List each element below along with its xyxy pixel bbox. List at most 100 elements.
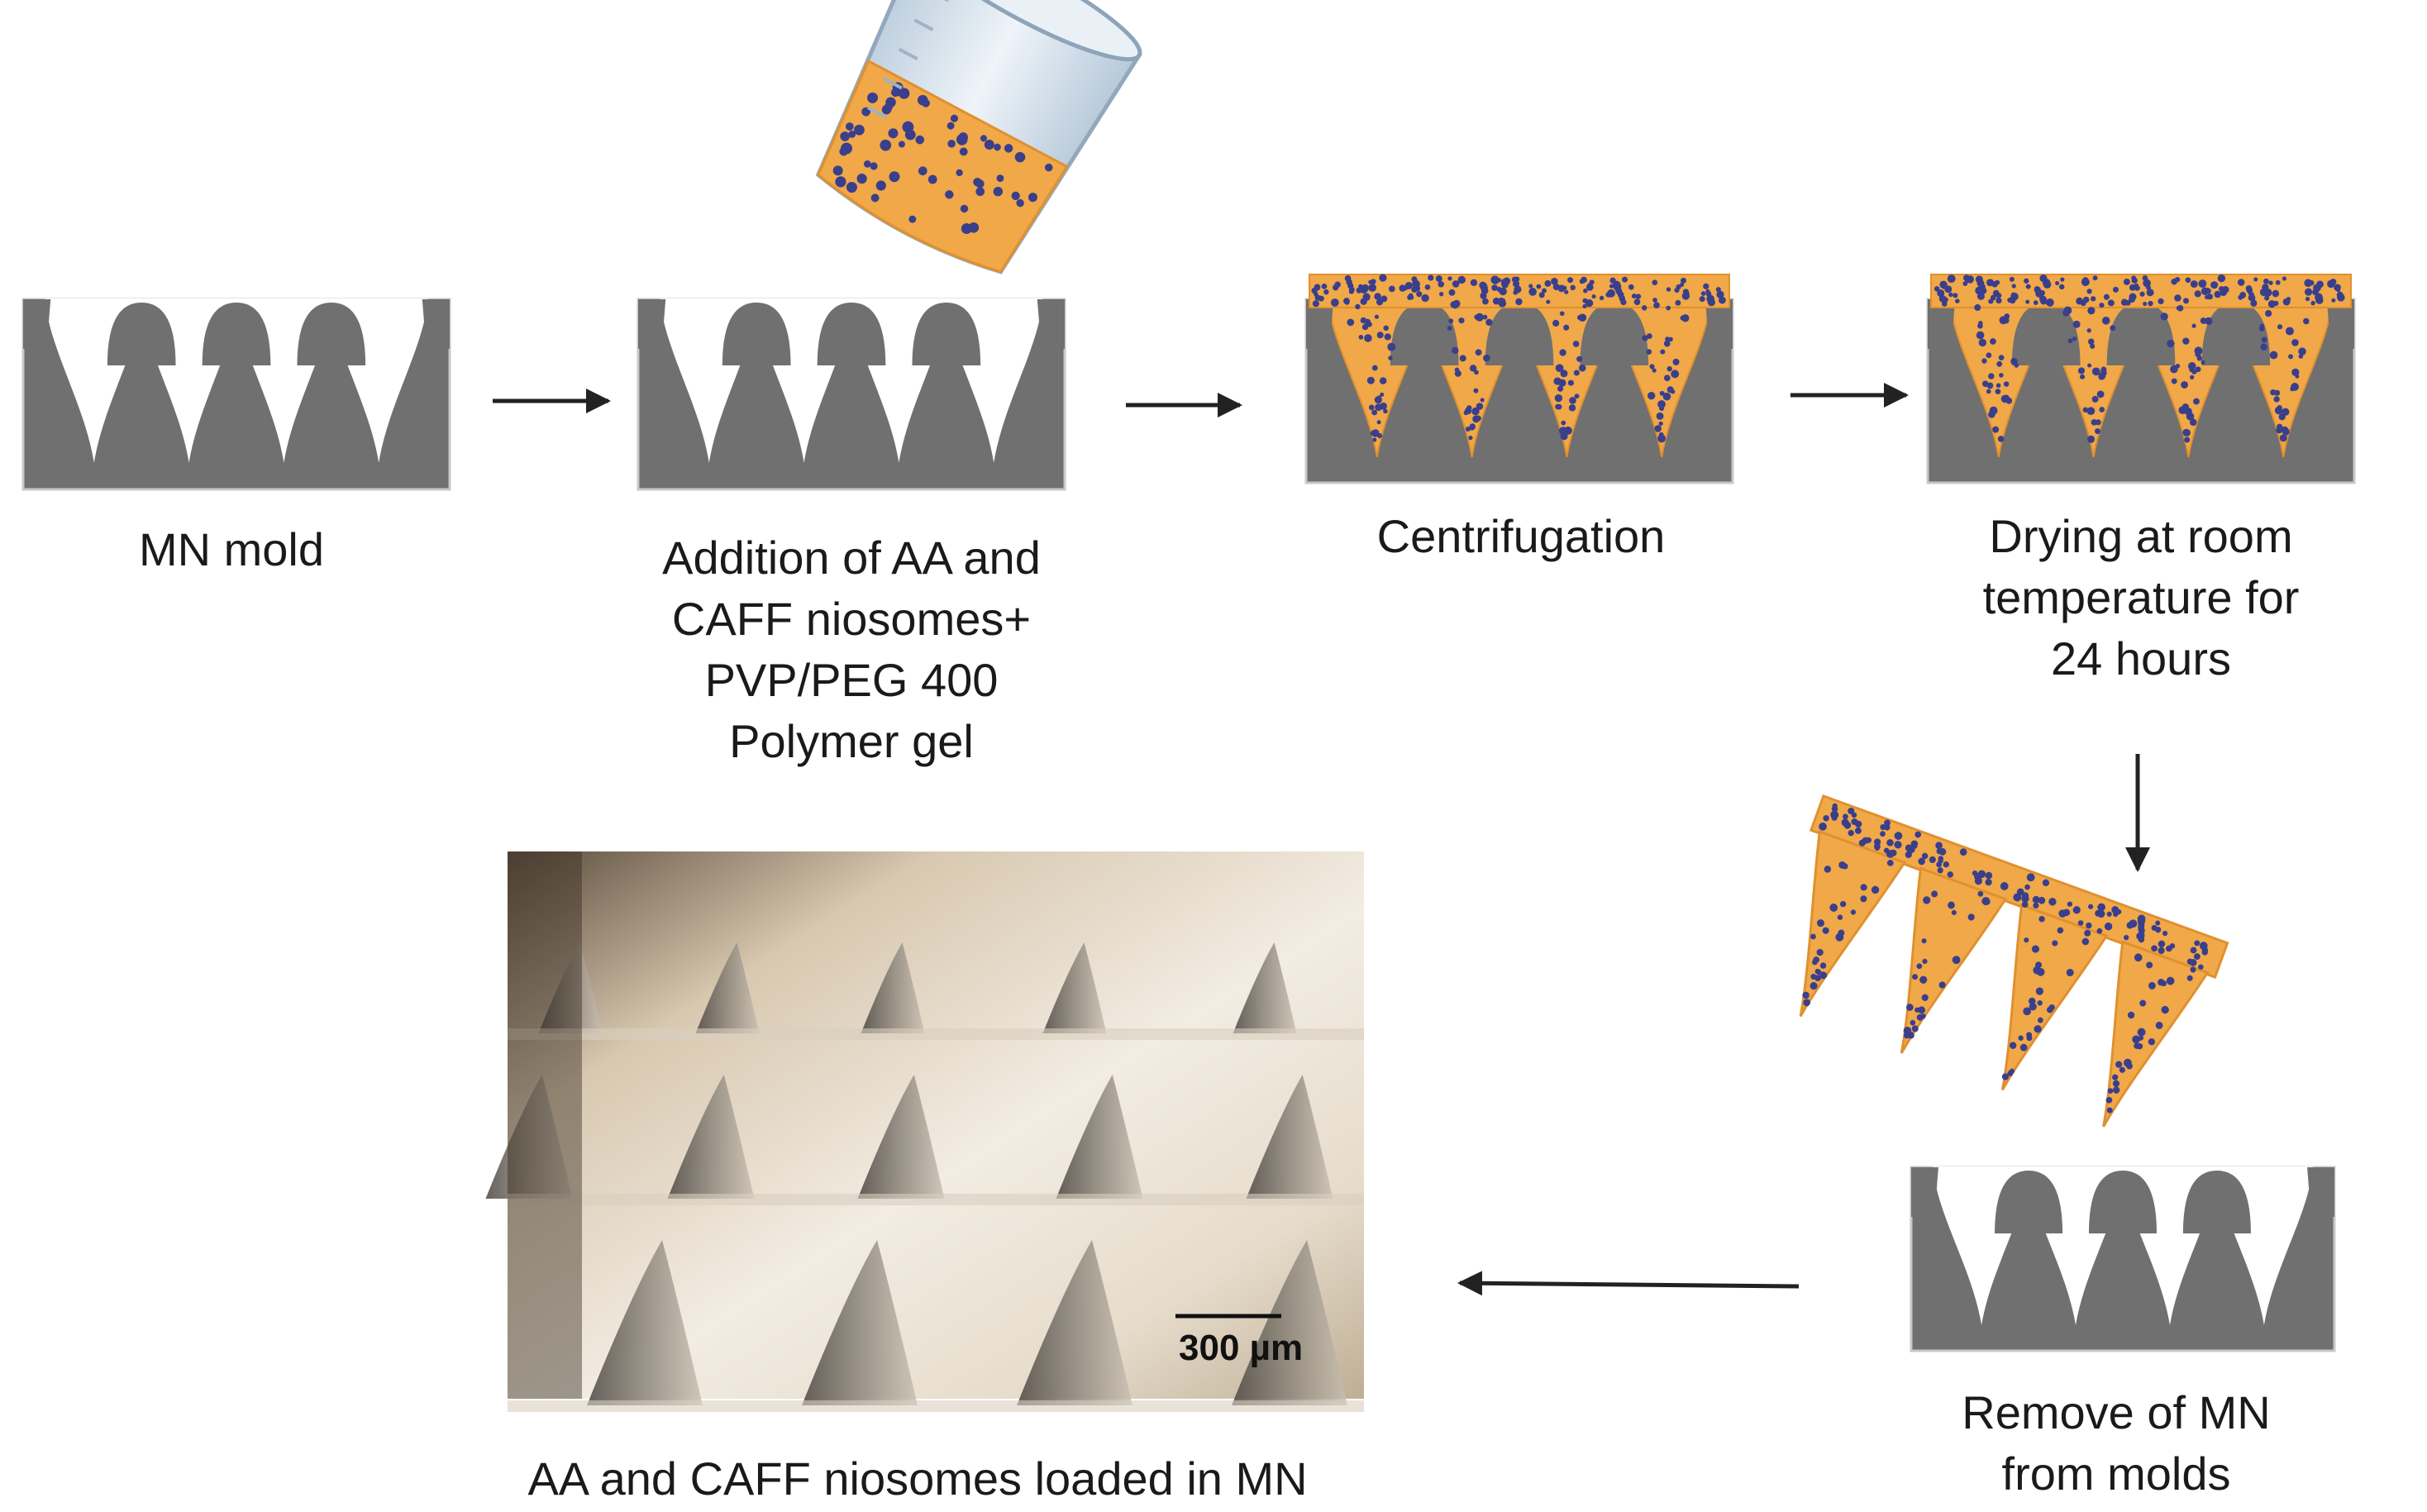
niosome-particle xyxy=(2160,312,2168,321)
niosome-particle xyxy=(2104,922,2113,931)
niosome-particle xyxy=(1992,426,2000,433)
niosome-particle xyxy=(1823,815,1829,822)
niosome-particle xyxy=(1681,292,1690,300)
niosome-particle xyxy=(2187,362,2196,370)
niosome-particle xyxy=(1570,284,1576,291)
niosome-particle xyxy=(2191,323,2196,328)
mold-tooth xyxy=(2088,1171,2158,1233)
niosome-particle xyxy=(1995,279,2000,285)
niosome-particle xyxy=(1681,314,1690,322)
beaker-graduation xyxy=(867,106,888,119)
niosome-particle xyxy=(1555,364,1564,373)
niosome-particle xyxy=(2101,317,2110,325)
niosome-particle xyxy=(2304,288,2313,296)
niosome-particle xyxy=(854,124,865,136)
niosome-particle xyxy=(1562,285,1567,291)
niosome-particle xyxy=(1988,298,1994,304)
niosome-particle xyxy=(1649,364,1655,370)
mold-with-gel xyxy=(637,298,1066,491)
niosome-particle xyxy=(2029,1003,2037,1011)
niosome-particle xyxy=(1544,279,1552,287)
micrograph-needle xyxy=(1042,942,1107,1033)
niosome-particle xyxy=(1802,991,1810,999)
niosome-particle xyxy=(2155,1021,2163,1029)
niosome-particle xyxy=(2201,287,2210,295)
niosome-particle xyxy=(2252,299,2257,305)
niosome-particle xyxy=(2129,919,2138,928)
niosome-particle xyxy=(2145,284,2151,290)
niosome-particle xyxy=(1951,909,1957,915)
niosome-particle xyxy=(1014,151,1026,163)
niosome-particle xyxy=(1361,323,1369,331)
niosome-particle xyxy=(1990,338,1996,345)
niosome-particle xyxy=(1843,821,1852,829)
niosome-particle xyxy=(2026,1032,2033,1038)
niosome-particle xyxy=(1824,866,1832,873)
niosome-particle xyxy=(1652,279,1658,286)
niosome-particle xyxy=(2286,297,2291,302)
niosome-particle xyxy=(1995,293,2002,298)
niosome-particle xyxy=(2092,275,2098,281)
niosome-particle xyxy=(1459,355,1466,362)
niosome-particle xyxy=(1567,379,1574,386)
niosome-particle xyxy=(2039,274,2048,283)
niosome-particle xyxy=(2034,1025,2042,1033)
niosome-particle xyxy=(1706,294,1714,303)
niosome-particle xyxy=(2189,959,2197,966)
niosome-particle xyxy=(1589,279,1595,285)
micrograph-needle xyxy=(1246,1075,1333,1199)
niosome-particle xyxy=(1981,358,1987,364)
niosome-particle xyxy=(1582,303,1587,309)
niosome-particle xyxy=(2193,953,2201,960)
niosome-particle xyxy=(1635,293,1642,299)
niosome-particle xyxy=(1816,969,1822,975)
niosome-particle xyxy=(1929,856,1936,863)
niosome-particle xyxy=(845,122,854,131)
niosome-particle xyxy=(1424,284,1431,290)
niosome-particle xyxy=(1921,938,1927,944)
niosome-particle xyxy=(2155,920,2161,926)
niosome-particle xyxy=(1480,398,1485,403)
niosome-particle xyxy=(2086,407,2096,415)
niosome-particle xyxy=(1985,871,1993,880)
step-label-remove: Remove of MN from molds xyxy=(1962,1386,2271,1500)
niosome-particle xyxy=(1952,956,1961,965)
mold-tooth xyxy=(2106,303,2176,365)
scale-bar-label: 300 µm xyxy=(1179,1328,1304,1368)
niosome-particle xyxy=(2088,904,2094,909)
niosome-particle xyxy=(1407,294,1413,300)
niosome-particle xyxy=(2095,428,2101,435)
niosome-particle xyxy=(863,160,871,168)
niosome-particle xyxy=(2090,343,2096,349)
niosome-particle xyxy=(2305,296,2310,302)
niosome-particle xyxy=(1562,434,1567,439)
niosome-particle xyxy=(2137,1028,2146,1037)
niosome-particle xyxy=(2264,295,2270,301)
niosome-particle xyxy=(1483,354,1490,362)
niosome-particle xyxy=(1976,331,1985,340)
niosome-particle xyxy=(2261,336,2267,343)
patch-needle xyxy=(1799,829,1907,1018)
niosome-particle xyxy=(902,121,914,133)
niosome-particle xyxy=(1515,298,1523,306)
niosome-particle xyxy=(2194,290,2201,298)
niosome-particle xyxy=(2038,915,2045,923)
niosome-particle xyxy=(1976,292,1985,300)
niosome-particle xyxy=(1368,404,1375,411)
niosome-particle xyxy=(1935,842,1943,850)
niosome-particle xyxy=(984,139,994,150)
niosome-particle xyxy=(1370,430,1376,436)
niosome-particle xyxy=(1700,291,1706,296)
niosome-particle xyxy=(2291,339,2299,346)
niosome-particle xyxy=(2086,289,2092,294)
niosome-particle xyxy=(1028,193,1038,203)
niosome-particle xyxy=(922,98,930,107)
niosome-particle xyxy=(1457,275,1466,284)
niosome-particle xyxy=(2025,284,2031,289)
niosome-particle xyxy=(1399,284,1406,292)
niosome-particle xyxy=(2067,338,2073,344)
niosome-particle xyxy=(1647,391,1656,400)
niosome-particle xyxy=(2098,372,2106,379)
mold-tooth xyxy=(2011,303,2081,365)
niosome-particle xyxy=(1890,849,1897,856)
